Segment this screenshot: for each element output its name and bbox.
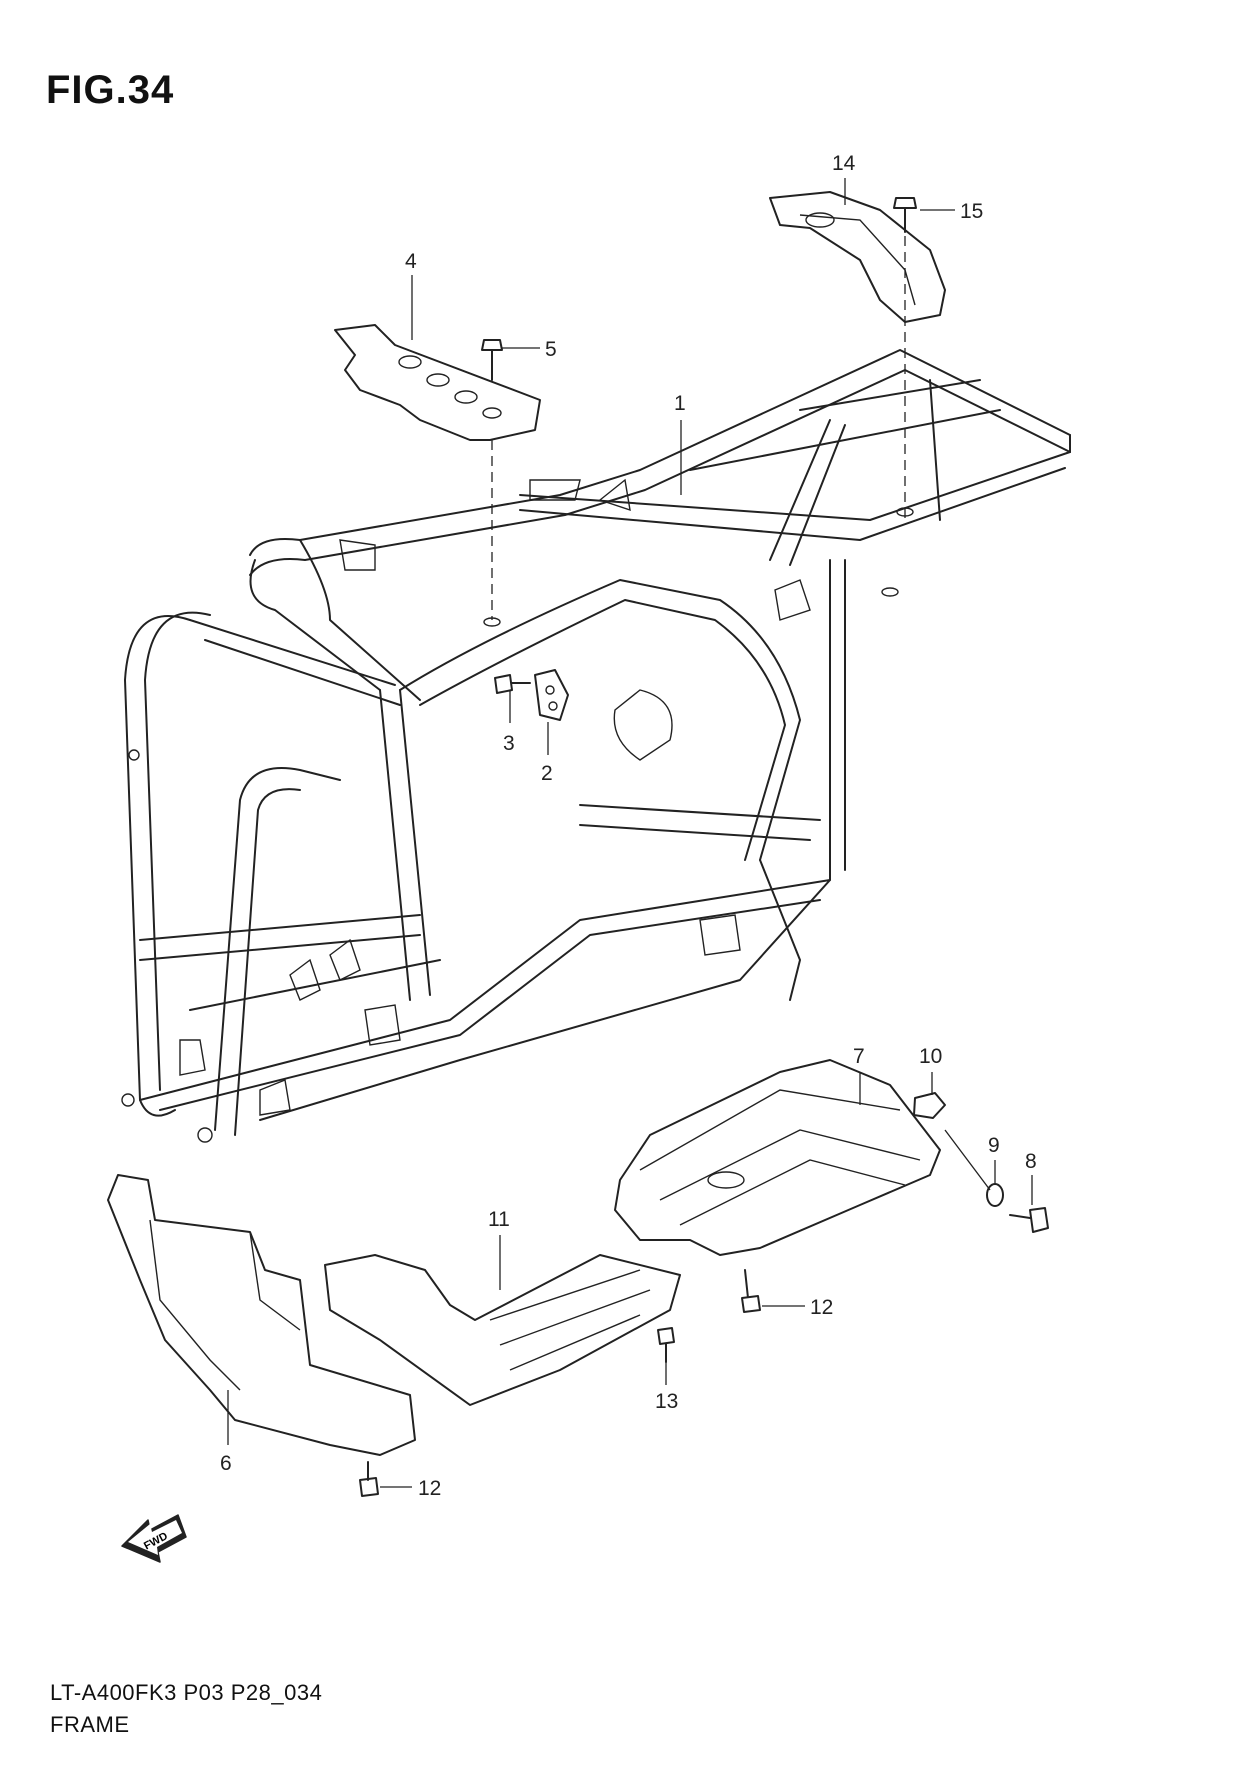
part-15-bolt — [893, 197, 917, 233]
callout-4: 4 — [405, 250, 417, 273]
callout-12-lower: 12 — [418, 1477, 441, 1500]
callout-7: 7 — [853, 1045, 865, 1068]
part-6-front-guard — [107, 1174, 416, 1456]
callout-15: 15 — [960, 200, 983, 223]
fwd-arrow-icon: FWD — [121, 1514, 187, 1563]
callout-5: 5 — [545, 338, 557, 361]
section-name: FRAME — [50, 1712, 130, 1737]
callout-10: 10 — [919, 1045, 942, 1068]
callout-8: 8 — [1025, 1150, 1037, 1173]
part-5-bolt — [481, 339, 503, 381]
part-12-bolt-upper — [741, 1269, 761, 1313]
model-code: LT-A400FK3 P03 P28_034 — [50, 1680, 323, 1705]
callout-3: 3 — [503, 732, 515, 755]
callout-9: 9 — [988, 1134, 1000, 1157]
callout-11: 11 — [488, 1208, 510, 1231]
callout-2: 2 — [541, 762, 553, 785]
callout-14: 14 — [832, 152, 856, 175]
part-12-bolt-lower — [359, 1461, 379, 1497]
part-11-center-skid-plate — [324, 1254, 681, 1406]
part-2-plate — [534, 669, 569, 721]
figure-title: FIG.34 — [46, 68, 175, 112]
callout-6: 6 — [220, 1452, 232, 1475]
part-4-front-bracket — [334, 324, 541, 620]
part-14-rear-bracket — [769, 191, 946, 520]
callout-1: 1 — [674, 392, 686, 415]
part-9-washer — [986, 1183, 1004, 1207]
callout-13: 13 — [655, 1390, 678, 1413]
part-8-bolt — [1009, 1207, 1049, 1233]
part-10-nut — [913, 1092, 946, 1119]
leader-lines — [227, 178, 1033, 1488]
part-13-bolt — [657, 1327, 675, 1363]
callout-12-upper: 12 — [810, 1296, 833, 1319]
part-1-main-frame — [121, 349, 1071, 1143]
part-3-bolt — [494, 674, 531, 694]
part-7-rear-skid-plate — [614, 1059, 941, 1256]
